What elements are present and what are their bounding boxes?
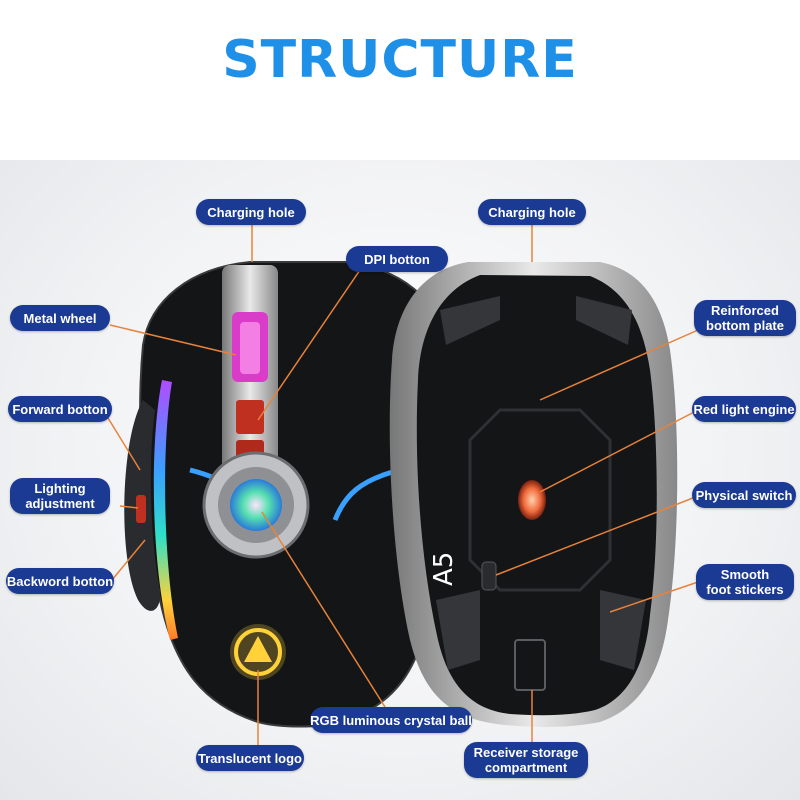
left-rgb-strip [153,380,178,640]
plate-groove [468,408,612,592]
leader-lighting [119,505,139,509]
leader-foot-stickers [609,581,699,613]
red-light-engine [518,480,546,520]
rgb-crystal-ball [230,479,282,531]
label-dpi-button: DPI botton [346,246,448,272]
label-lighting-adjustment: Lighting adjustment [10,478,110,514]
leader-backward [111,539,146,581]
mouse-model-print: A5 [429,552,459,586]
label-front-charging-hole: Charging hole [196,199,306,225]
foot-sticker-bottom-right [600,590,646,670]
leader-rgb-ball [261,511,386,708]
label-physical-switch: Physical switch [692,482,796,508]
dpi-button [236,400,264,434]
leader-metal-wheel [109,324,237,356]
label-reinforced-bottom-plate: Reinforced bottom plate [694,300,796,336]
label-red-light-engine: Red light engine [692,396,796,422]
leader-dpi [257,269,361,421]
label-forward-button: Forward botton [8,396,112,422]
foot-sticker-top-right [576,296,632,345]
leader-red-light [539,409,699,493]
label-backward-button: Backword botton [6,568,114,594]
scroll-wheel-highlight [240,322,260,374]
label-metal-wheel: Metal wheel [10,305,110,331]
leader-reinforced [539,329,699,401]
leader-forward [107,417,141,471]
label-receiver-storage: Receiver storage compartment [464,742,588,778]
physical-switch [481,561,497,591]
label-translucent-logo: Translucent logo [196,745,304,771]
leader-lines [107,224,699,745]
foot-sticker-top-left [440,296,500,345]
label-rgb-crystal-ball: RGB luminous crystal ball [310,707,472,733]
page-title: STRUCTURE [222,30,578,90]
receiver-compartment [514,639,546,691]
translucent-logo-triangle [244,636,272,662]
label-smooth-foot-stickers: Smooth foot stickers [696,564,794,600]
rgb-arc-right [332,467,401,521]
label-back-charging-hole: Charging hole [478,199,586,225]
lighting-button [136,495,146,523]
back-mouse: A5 [389,262,678,727]
foot-sticker-bottom-left [436,590,480,670]
leader-switch [495,495,699,576]
